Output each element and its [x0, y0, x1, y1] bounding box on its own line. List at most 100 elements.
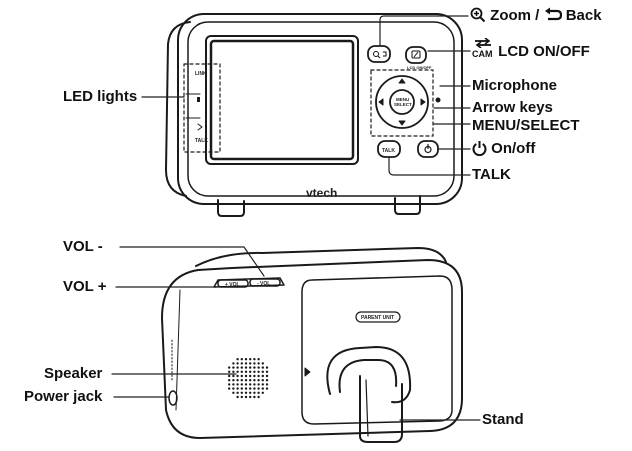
- speaker-hole: [265, 370, 269, 373]
- back-arrow-icon: [544, 7, 562, 21]
- speaker-hole: [244, 395, 248, 399]
- front-inner-bezel: [187, 21, 455, 197]
- back-top-ridge: [195, 247, 447, 267]
- speaker-hole: [232, 379, 235, 382]
- speaker-hole: [261, 383, 264, 386]
- speaker-hole: [236, 379, 239, 382]
- center-button-text-2: SELECT: [394, 102, 412, 107]
- lcd-button-icon: [411, 50, 421, 59]
- screen: [209, 39, 355, 161]
- speaker-hole: [253, 374, 256, 378]
- speaker-hole: [236, 383, 239, 386]
- speaker-hole: [236, 370, 239, 373]
- zoom-back-separator: /: [535, 7, 540, 24]
- speaker-label: Speaker: [44, 365, 103, 382]
- speaker-hole: [244, 362, 248, 365]
- stand-label: Stand: [482, 411, 524, 428]
- lcd-button-caption: LCD ON/OFF: [407, 65, 432, 70]
- speaker-hole: [249, 383, 252, 386]
- speaker-hole: [249, 358, 252, 361]
- speaker-hole: [253, 383, 256, 386]
- speaker-grille: [228, 358, 269, 399]
- arrow-keys-region: [370, 69, 434, 137]
- vol-plus-key-text: + VOL: [225, 282, 240, 288]
- talk-button-label: TALK: [382, 148, 395, 154]
- lcd-on-off-button[interactable]: [405, 46, 427, 64]
- callout-lines: [111, 15, 481, 421]
- front-outer-bezel: [177, 13, 463, 205]
- menu-select-label: MENU/SELECT: [472, 117, 580, 134]
- speaker-hole: [253, 358, 256, 361]
- power-icon: [472, 141, 487, 156]
- parent-unit-badge-text: PARENT UNIT: [361, 315, 394, 321]
- speaker-hole: [261, 362, 264, 365]
- arrow-keys-dpad[interactable]: [375, 75, 429, 129]
- speaker-hole: [236, 374, 239, 378]
- parent-unit-badge: [355, 311, 401, 323]
- speaker-hole: [236, 391, 239, 394]
- speaker-hole: [261, 387, 264, 390]
- speaker-hole: [265, 374, 269, 378]
- speaker-hole: [265, 387, 269, 390]
- vol-minus-key[interactable]: [249, 278, 281, 287]
- front-device: [165, 13, 463, 217]
- speaker-hole: [232, 370, 235, 373]
- arrow-up-icon: [398, 78, 406, 84]
- speaker-hole: [257, 362, 260, 365]
- microphone-hole: [435, 97, 441, 103]
- speaker-hole: [240, 391, 243, 394]
- arrow-down-icon: [398, 120, 406, 126]
- speaker-hole: [240, 370, 243, 373]
- speaker-hole: [232, 366, 235, 369]
- speaker-hole: [236, 358, 239, 361]
- camera-swap-icon: CAM: [472, 38, 494, 60]
- speaker-hole: [261, 391, 264, 394]
- stand-leg: [359, 375, 403, 443]
- speaker-hole: [244, 366, 248, 369]
- speaker-hole: [232, 383, 235, 386]
- speaker-hole: [249, 379, 252, 382]
- vol-plus-key[interactable]: [217, 279, 249, 288]
- speaker-hole: [240, 387, 243, 390]
- speaker-hole: [240, 379, 243, 382]
- speaker-hole: [253, 379, 256, 382]
- led-talk-label: TALK: [195, 138, 208, 144]
- speaker-hole: [240, 395, 243, 399]
- speaker-hole: [257, 379, 260, 382]
- lcd-label-text: LCD ON/OFF: [498, 43, 590, 60]
- vol-minus-label: VOL -: [63, 238, 103, 255]
- arrow-keys-label: Arrow keys: [472, 99, 553, 116]
- back-rear-panel: [301, 275, 453, 425]
- speaker-hole: [244, 391, 248, 394]
- speaker-hole: [228, 387, 231, 390]
- zoom-back-button[interactable]: [367, 45, 391, 63]
- power-jack-label: Power jack: [24, 388, 103, 405]
- vol-minus-key-text: - VOL: [257, 281, 270, 287]
- speaker-hole: [244, 358, 248, 361]
- zoom-back-label: Zoom / Back: [470, 7, 602, 25]
- led-lights-label: LED lights: [63, 88, 138, 105]
- microphone-label: Microphone: [472, 77, 557, 94]
- speaker-hole: [249, 387, 252, 390]
- back-label-text: Back: [565, 7, 602, 24]
- speaker-hole: [228, 383, 231, 386]
- speaker-hole: [240, 374, 243, 378]
- center-button-text-1: MENU: [396, 97, 409, 102]
- stand-inner: [338, 359, 398, 393]
- speaker-hole: [257, 391, 260, 394]
- led-lights-panel: [183, 63, 221, 153]
- speaker-hole: [240, 358, 243, 361]
- led-indicator-dot: [197, 97, 200, 102]
- speaker-hole: [257, 366, 260, 369]
- screen-frame: [205, 35, 359, 165]
- on-off-label: On/off: [472, 140, 535, 158]
- speaker-hole: [249, 370, 252, 373]
- menu-select-button[interactable]: [389, 89, 415, 115]
- speaker-hole: [253, 366, 256, 369]
- speaker-hole: [265, 379, 269, 382]
- talk-callout-line: [388, 156, 471, 176]
- speaker-hole: [253, 370, 256, 373]
- speaker-hole: [257, 395, 260, 399]
- speaker-hole: [240, 366, 243, 369]
